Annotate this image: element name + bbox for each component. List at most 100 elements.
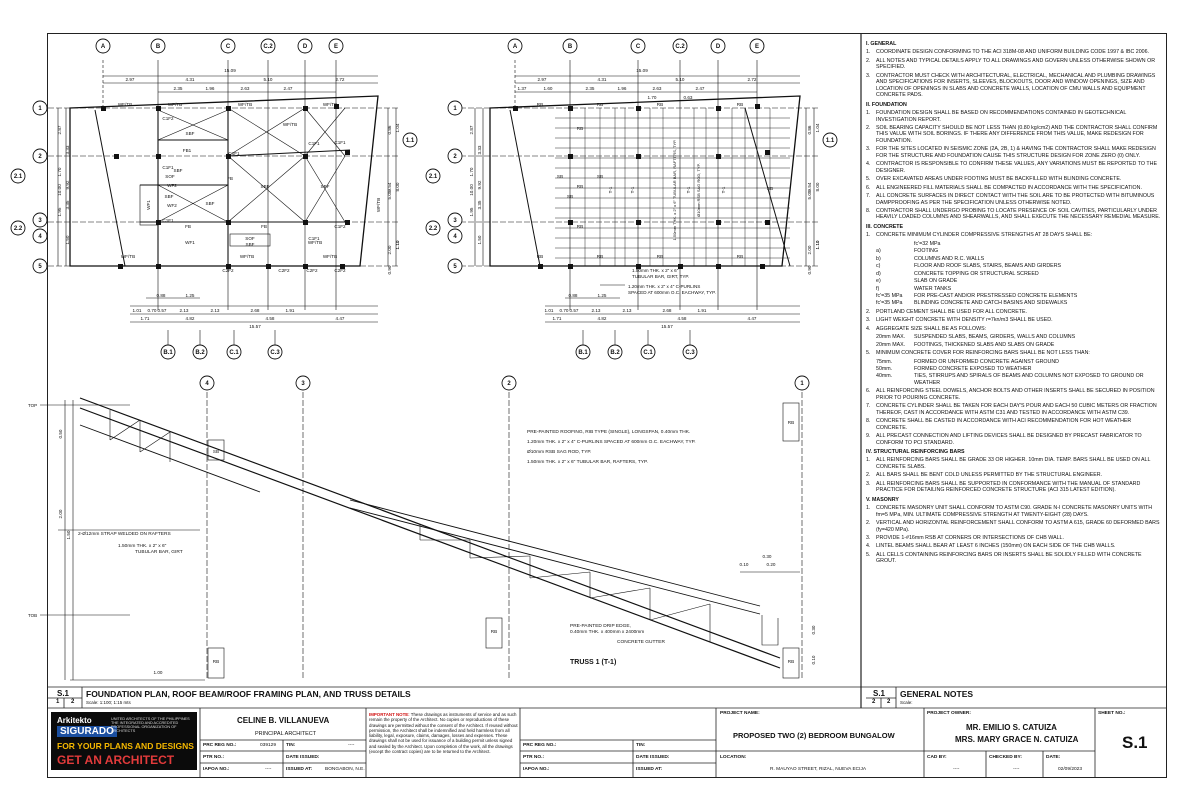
note-text: LIGHT WEIGHT CONCRETE WITH DENSITY r=7kn…: [876, 317, 1053, 324]
truss-drip-note-1: PRE-PAINTED DRIP EDGE,: [570, 623, 631, 629]
note-number: 2.: [866, 472, 871, 479]
note-text: AGGREGATE SIZE SHALL BE AS FOLLOWS:: [876, 325, 987, 332]
note-text: ALL REINFORCING STEEL DOWELS, ANCHOR BOL…: [876, 388, 1155, 401]
grid-bubble-2.1: 2.1: [10, 168, 26, 184]
truss-note: PRE-PAINTED ROOFING, RIB TYPE (SINGLE), …: [527, 429, 690, 435]
svg-text:3: 3: [38, 218, 42, 224]
label-rb: RB: [491, 629, 497, 634]
note-sub-text: COLUMNS AND R.C. WALLS: [914, 255, 985, 262]
label-truss: T-1: [721, 186, 726, 193]
architect-role: PRINCIPAL ARCHITECT: [255, 731, 317, 737]
dim-top-row2-framing: 1.60: [544, 86, 553, 91]
grid-bubble-2: 2: [32, 148, 48, 164]
truss-note: Ø10mm RSB SAG ROD, TYP.: [527, 449, 591, 455]
note-concrete-use: c)FLOOR AND ROOF SLABS, STAIRS, BEAMS AN…: [876, 263, 1162, 269]
tin-label-2: TIN:: [636, 743, 646, 748]
label-rb: RB: [577, 126, 583, 131]
note-section-heading: II. FOUNDATION: [866, 101, 907, 108]
grid-bubble-B: B: [562, 38, 578, 54]
note-number: 3.: [866, 317, 871, 324]
note-sub-key: fc'=35 MPa: [876, 292, 903, 299]
note-sub-key: b): [876, 255, 881, 262]
label-rb: RB: [737, 254, 743, 259]
label-rb: RB: [213, 659, 219, 664]
note-text: OVER EXCAVATED AREAS UNDER FOOTING MUST …: [876, 176, 1122, 183]
note-text: ALL CONCRETE SURFACES IN DIRECT CONTACT …: [876, 193, 1155, 206]
label-sbf: SBF: [206, 201, 215, 206]
grid-bubble-E: E: [328, 38, 344, 54]
architect-name: CELINE B. VILLANUEVA: [237, 716, 330, 725]
grid-bubble-2: 2: [447, 148, 463, 164]
note-number: 3.: [866, 72, 871, 79]
label-wf-tb: WF/TB: [118, 102, 132, 107]
note-purlins-2: SPACED AT 600mm O.C. EACHWAY, TYP.: [628, 290, 716, 295]
dim-left: 9.92: [65, 180, 70, 189]
note-sub-text: FLOOR AND ROOF SLABS, STAIRS, BEAMS AND …: [914, 263, 1062, 270]
note-sub-key: a): [876, 248, 881, 255]
dim-top-row1: 5.10: [264, 77, 273, 82]
dim-right: 1.10: [395, 240, 400, 249]
svg-text:1: 1: [453, 106, 457, 112]
note-sub-text: FOOTINGS, THICKENED SLABS AND SLABS ON G…: [914, 341, 1055, 348]
level-tob: TOB: [28, 613, 37, 618]
grid-bubble-1.1: 1.1: [822, 132, 838, 148]
label-rb: RB: [597, 102, 603, 107]
dim-bottom-row1: 1.25: [598, 293, 607, 298]
label-wf-tb: WF/TB: [376, 198, 381, 212]
dim-left: 9.92: [477, 180, 482, 189]
svg-text:B.1: B.1: [578, 350, 588, 356]
note-text: COORDINATE DESIGN CONFORMING TO THE ACI …: [876, 49, 1150, 56]
dim-top-row1: 4.31: [598, 77, 607, 82]
dim-right: 1.10: [395, 240, 400, 249]
label-rb: RB: [657, 254, 663, 259]
note-number: 1.: [866, 457, 871, 464]
note-item: 4.CONTRACTOR IS RESPONSIBLE TO CONFIRM T…: [866, 161, 1162, 174]
dim-top-row2-framing: 2.63: [653, 86, 662, 91]
dim-top-row2: 1.96: [206, 86, 215, 91]
svg-text:B: B: [568, 44, 573, 50]
dim-bottom-row2: 2.13: [592, 308, 601, 313]
truss-dim: 0.50: [58, 429, 63, 438]
dim-bottom-row3: 4.82: [186, 316, 195, 321]
grid-bubble-1.1: 1.1: [402, 132, 418, 148]
note-sub-key: [876, 241, 914, 247]
grid-bubble-4: 4: [32, 228, 48, 244]
dim-left: 3.33: [65, 145, 70, 154]
note-item: 2.PORTLAND CEMENT SHALL BE USED FOR ALL …: [866, 309, 1162, 315]
label-rb: RB: [577, 184, 583, 189]
dim-top-row2: 2.35: [174, 86, 183, 91]
drawing-title-left: FOUNDATION PLAN, ROOF BEAM/ROOF FRAMING …: [86, 689, 411, 699]
dim-bottom-row2: 2.13: [211, 308, 220, 313]
label-fb: FB: [227, 176, 233, 181]
grid-bubble-E: E: [749, 38, 765, 54]
note-number: 5.: [866, 551, 871, 558]
label-rb: RB: [788, 659, 794, 664]
grid-bubble-B.1: B.1: [160, 344, 176, 360]
note-text: ALL NOTES AND TYPICAL DETAILS APPLY TO A…: [876, 57, 1156, 71]
note-number: 5.: [866, 350, 871, 357]
dim-left: 10.00: [469, 184, 474, 196]
note-number: 2.: [866, 57, 871, 64]
drawing-scale-right: Scale:: [900, 700, 913, 705]
label-rb: RB: [537, 254, 543, 259]
grid-bubble-2.2: 2.2: [425, 220, 441, 236]
note-item: 3.FOR THE SITES LOCATED IN SEISMIC ZONE …: [866, 146, 1162, 159]
dim-left: 1.95: [469, 207, 474, 216]
note-item: 1.COORDINATE DESIGN CONFORMING TO THE AC…: [866, 49, 1162, 55]
truss-strap-note: 2-Ø12mm STRAP WELDED ON RAFTERS: [78, 531, 171, 537]
dim-bottom-row2: 2.68: [251, 308, 260, 313]
dim-top-row2-framing: 1.96: [618, 86, 627, 91]
grid-bubble-2.2: 2.2: [10, 220, 26, 236]
svg-text:4: 4: [453, 234, 457, 240]
note-text: LINTEL BEAMS SHALL BEAR AT LEAST 6 INCHE…: [876, 543, 1116, 550]
truss-dim: 2.00: [58, 509, 63, 518]
label-sbf: SBF: [261, 184, 270, 189]
label-c2f2: C2F2: [222, 268, 234, 273]
iapoa-value: ----: [265, 767, 272, 772]
truss-gutter-note: CONCRETE GUTTER: [617, 639, 666, 645]
label-sagrod: Ø10mm RSB SAG ROD, TYP.: [696, 163, 701, 217]
note-number: 3.: [866, 535, 871, 541]
svg-text:3: 3: [453, 218, 457, 224]
grid-bubble-3: 3: [32, 212, 48, 228]
dim-top-row1: 4.31: [186, 77, 195, 82]
